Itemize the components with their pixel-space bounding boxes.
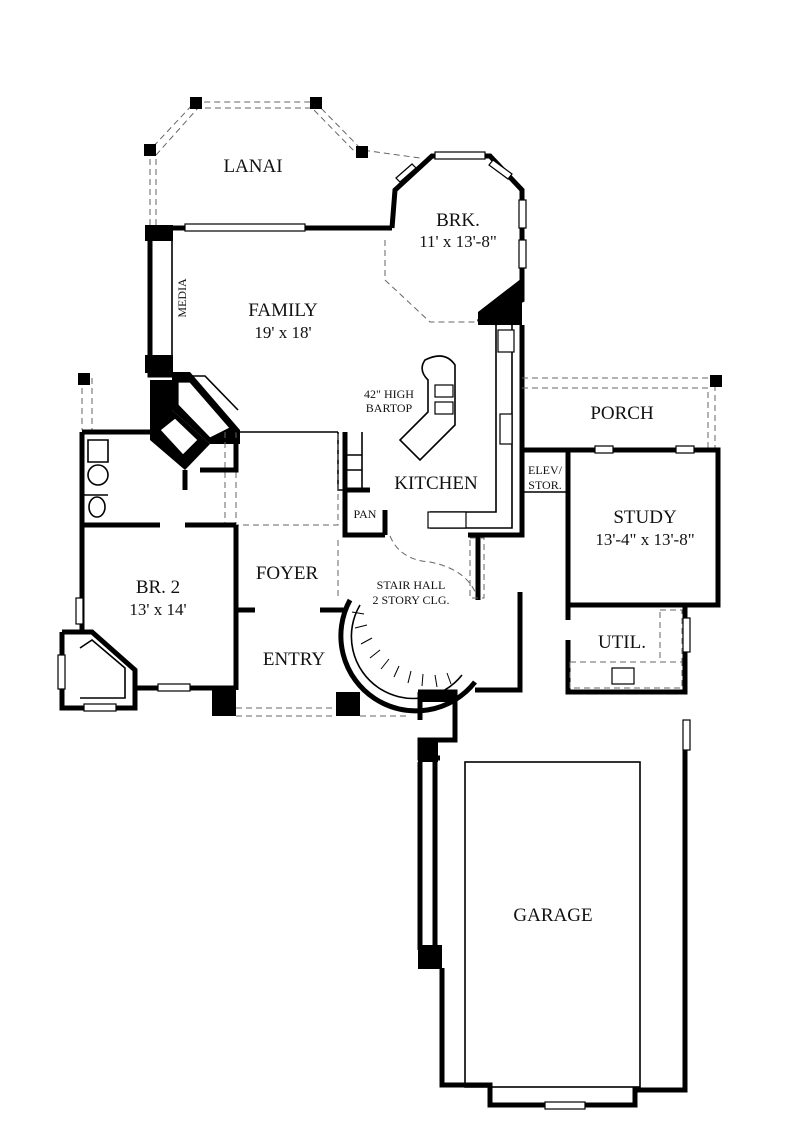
porch-label: PORCH bbox=[590, 403, 654, 424]
elev-label-line1: ELEV/ bbox=[528, 463, 563, 477]
kitchen-label: KITCHEN bbox=[394, 473, 478, 494]
bartop-label-line1: 42" HIGH bbox=[364, 387, 414, 401]
foyer-entry-walls bbox=[212, 431, 410, 717]
study-walls bbox=[522, 445, 721, 608]
lanai-outline bbox=[144, 97, 421, 225]
breakfast-size: 11' x 13'-8" bbox=[419, 232, 497, 251]
family-size: 19' x 18' bbox=[254, 323, 311, 342]
garage-walls bbox=[417, 689, 691, 1110]
elev-label-line2: STOR. bbox=[528, 478, 561, 492]
garage-label: GARAGE bbox=[513, 905, 592, 926]
study-label: STUDY bbox=[613, 507, 677, 528]
breakfast-bay bbox=[384, 151, 527, 325]
misc-walls bbox=[233, 431, 423, 720]
stair-hall-label-line1: STAIR HALL bbox=[377, 578, 446, 592]
bartop-label-line2: BARTOP bbox=[366, 401, 413, 415]
lanai-label: LANAI bbox=[223, 156, 282, 177]
pantry-label: PAN bbox=[354, 507, 377, 521]
study-size: 13'-4" x 13'-8" bbox=[595, 530, 694, 549]
media-label: MEDIA bbox=[175, 278, 189, 318]
kitchen-walls bbox=[337, 325, 525, 538]
bedroom-2-label: BR. 2 bbox=[136, 577, 180, 598]
utility-label: UTIL. bbox=[598, 632, 646, 653]
breakfast-label: BRK. bbox=[436, 210, 480, 231]
stair-hall bbox=[338, 535, 523, 714]
foyer-label: FOYER bbox=[256, 563, 319, 584]
porch-outline bbox=[522, 375, 722, 450]
bedroom-2-size: 13' x 14' bbox=[129, 600, 186, 619]
utility-walls bbox=[565, 605, 691, 695]
family-label: FAMILY bbox=[248, 300, 318, 321]
stair-hall-label-line2: 2 STORY CLG. bbox=[372, 593, 449, 607]
entry-label: ENTRY bbox=[263, 649, 326, 670]
family-walls bbox=[145, 223, 392, 444]
